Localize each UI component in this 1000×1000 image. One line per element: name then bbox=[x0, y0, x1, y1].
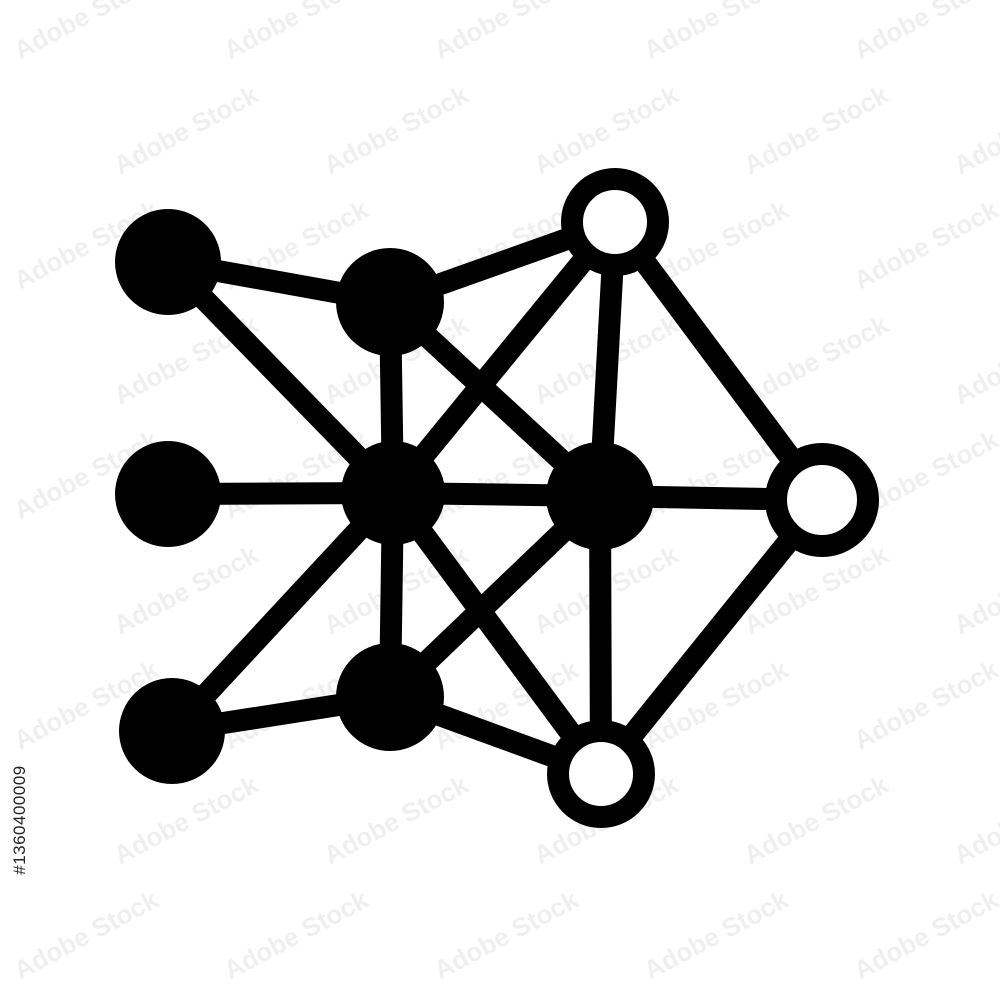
filled-node-hid_top bbox=[336, 248, 444, 356]
filled-node-in_bot bbox=[119, 678, 225, 784]
edge-in_bot-hid_ctr bbox=[161, 482, 404, 742]
edge-hid_ctr-out_top bbox=[382, 211, 626, 504]
hollow-node-out_bot bbox=[547, 720, 655, 828]
asset-id-label: #1360400009 bbox=[10, 765, 29, 875]
edge-hid_ctr-out_bot bbox=[382, 482, 612, 785]
hollow-node-out_top bbox=[561, 168, 669, 276]
filled-node-hid_right bbox=[546, 442, 654, 550]
nodes-layer bbox=[115, 168, 879, 828]
filled-node-in_top bbox=[115, 209, 221, 315]
hollow-node-out_right bbox=[765, 443, 879, 557]
filled-node-in_mid bbox=[115, 441, 221, 547]
edge-out_top-out_right bbox=[604, 211, 833, 511]
edge-out_right-out_bot bbox=[590, 489, 833, 785]
filled-node-hid_ctr bbox=[341, 441, 445, 545]
filled-node-hid_bot bbox=[336, 643, 444, 751]
edge-in_top-hid_ctr bbox=[157, 251, 404, 504]
